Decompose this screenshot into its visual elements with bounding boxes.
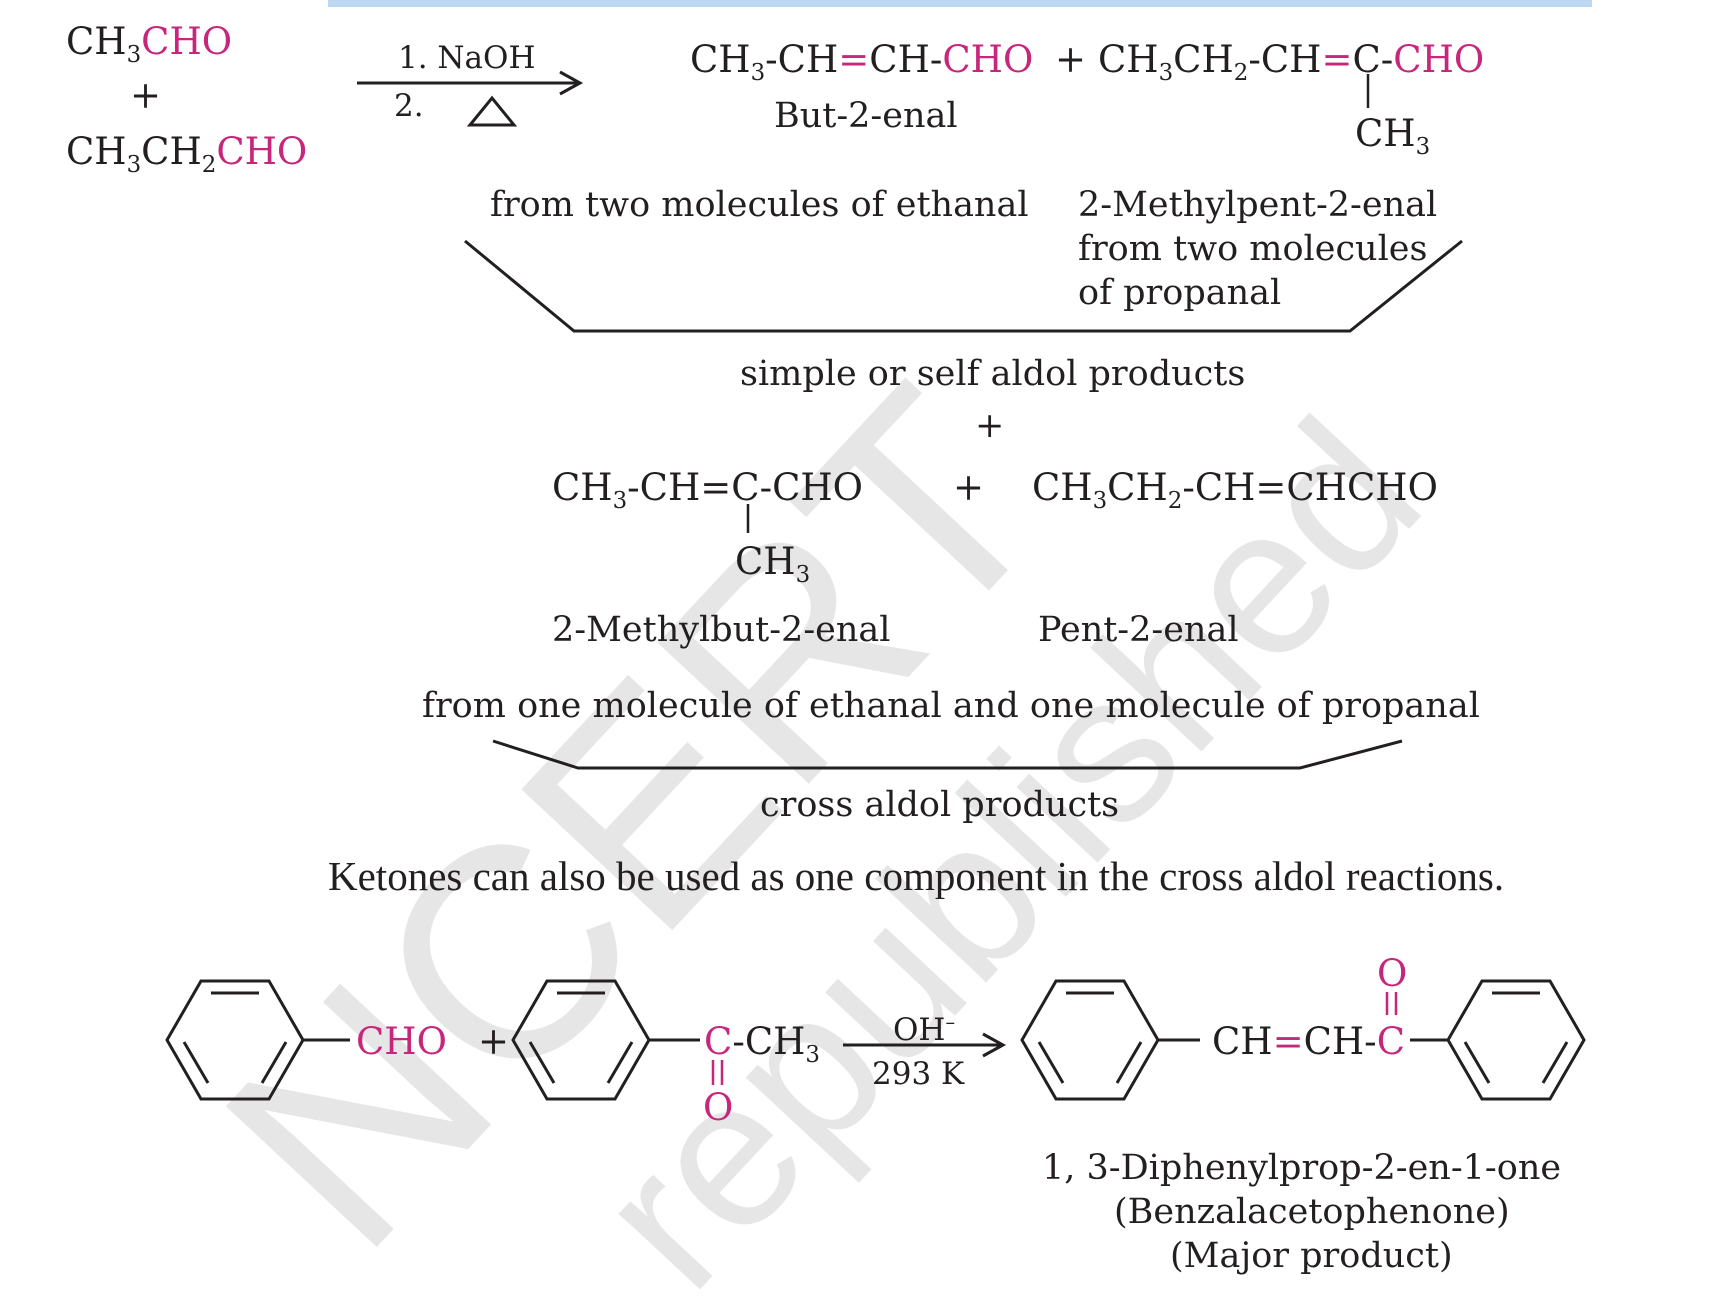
self-aldol-label: simple or self aldol products	[740, 354, 1246, 394]
cross-aldol-label: cross aldol products	[760, 785, 1120, 825]
name-pent-2-enal: Pent-2-enal	[1038, 610, 1239, 650]
source-cross: from one molecule of ethanal and one mol…	[422, 686, 1480, 726]
ketone-reaction-plus: +	[478, 1020, 510, 1063]
source-two-propanal-line1: from two molecules	[1078, 229, 1428, 269]
benzaldehyde-cho: CHO	[356, 1020, 447, 1063]
source-two-propanal-line2: of propanal	[1078, 273, 1282, 313]
heat-triangle-icon	[466, 95, 518, 127]
temperature-293k: 293 K	[872, 1056, 965, 1092]
name-2-methylpent-2-enal: 2-Methylpent-2-enal	[1078, 185, 1438, 225]
condition-step-1: 1. NaOH	[398, 40, 536, 76]
carbonyl-bond-1	[711, 1060, 724, 1085]
benzene-ring-1	[165, 979, 350, 1101]
reaction-arrow-2	[843, 1032, 1007, 1058]
reactant-plus: +	[130, 74, 162, 117]
product-pent-2-enal: CH3CH2-CH=CHCHO	[1032, 466, 1438, 515]
name-but-2-enal: But-2-enal	[774, 96, 958, 136]
product-2-methylpent-2-enal: CH3CH2-CH=C-CHO	[1098, 38, 1485, 87]
cross-products-plus: +	[953, 466, 985, 509]
product-2-methylbut-2-enal: CH3-CH=C-CHO	[552, 466, 863, 515]
product-but-2-enal: CH3-CH=CH-CHO	[690, 38, 1034, 87]
branch-methyl-2: CH3	[735, 540, 811, 589]
reactant-propanal: CH3CH2CHO	[66, 130, 308, 179]
self-cross-plus: +	[975, 406, 1005, 446]
product-chain: CH=CH-C	[1212, 1020, 1405, 1063]
branch-methyl-1: CH3	[1355, 112, 1431, 161]
product-oxygen: O	[1377, 952, 1408, 995]
acetophenone-oxygen: O	[703, 1086, 734, 1129]
self-aldol-bracket	[464, 239, 1463, 333]
product-name-line2: (Benzalacetophenone)	[1114, 1192, 1510, 1232]
product-name-line3: (Major product)	[1170, 1236, 1453, 1276]
benzene-ring-2	[511, 979, 700, 1101]
source-two-ethanal: from two molecules of ethanal	[490, 185, 1029, 225]
reactant-ethanal: CH3CHO	[66, 20, 233, 69]
condition-step-2: 2.	[394, 88, 424, 124]
self-products-plus: +	[1055, 38, 1087, 81]
carbonyl-bond-2	[1385, 992, 1398, 1015]
reaction-arrow-1	[357, 70, 584, 96]
name-2-methylbut-2-enal: 2-Methylbut-2-enal	[552, 610, 891, 650]
benzene-ring-3	[1020, 979, 1200, 1101]
product-name-line1: 1, 3-Diphenylprop-2-en-1-one	[1042, 1148, 1562, 1188]
ketone-paragraph: Ketones can also be used as one componen…	[328, 853, 1505, 899]
top-highlight-bar	[328, 0, 1592, 7]
catalyst-oh: OH–	[893, 1010, 956, 1048]
cross-aldol-bracket	[492, 739, 1403, 770]
acetophenone-group: C-CH3	[704, 1020, 820, 1069]
benzene-ring-4	[1446, 979, 1586, 1101]
